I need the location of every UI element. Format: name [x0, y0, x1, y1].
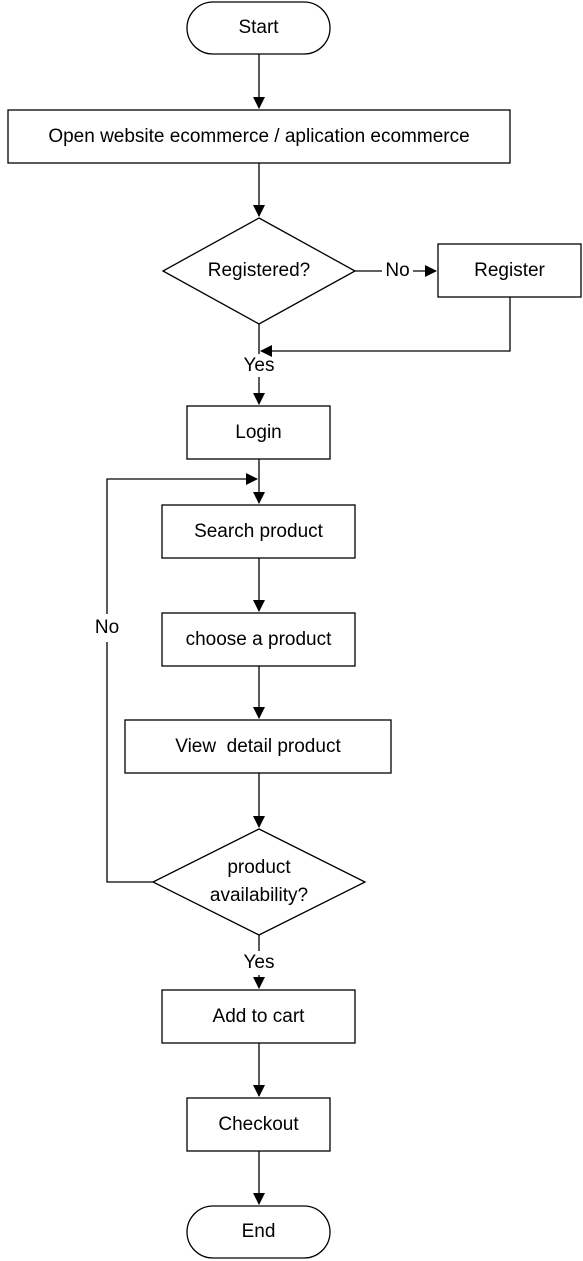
connector-availability-no-b [106, 473, 258, 614]
add-to-cart-process [161, 989, 356, 1044]
open-website-label: Open website ecommerce / aplication ecom… [48, 125, 470, 147]
login-process [186, 405, 331, 460]
yes-cart-branch-label: Yes [243, 952, 275, 973]
checkout-label: Checkout [218, 1113, 299, 1135]
end-label: End [241, 1221, 276, 1242]
view-detail-process [124, 719, 392, 774]
login-label: Login [235, 421, 282, 443]
choose-product-process [161, 612, 356, 667]
no-loop-branch-label: No [94, 617, 120, 638]
register-process [437, 243, 582, 298]
add-to-cart-label: Add to cart [212, 1005, 305, 1027]
connector-availability-no-a [106, 642, 153, 883]
search-product-label: Search product [194, 520, 323, 542]
no-register-branch-label: No [385, 260, 410, 281]
checkout-process [186, 1097, 331, 1152]
availability-label-line2: availability? [209, 885, 309, 906]
start-label: Start [238, 17, 279, 38]
end-terminal [186, 1205, 331, 1259]
open-website-process [7, 109, 511, 164]
yes-login-branch-label: Yes [243, 355, 275, 376]
choose-product-label: choose a product [185, 628, 332, 650]
connector-register-return [260, 297, 511, 357]
view-detail-label: View detail product [175, 735, 341, 757]
registered-question-label: Registered? [207, 260, 311, 281]
register-label: Register [474, 259, 545, 281]
availability-label-line1: product [227, 857, 291, 878]
